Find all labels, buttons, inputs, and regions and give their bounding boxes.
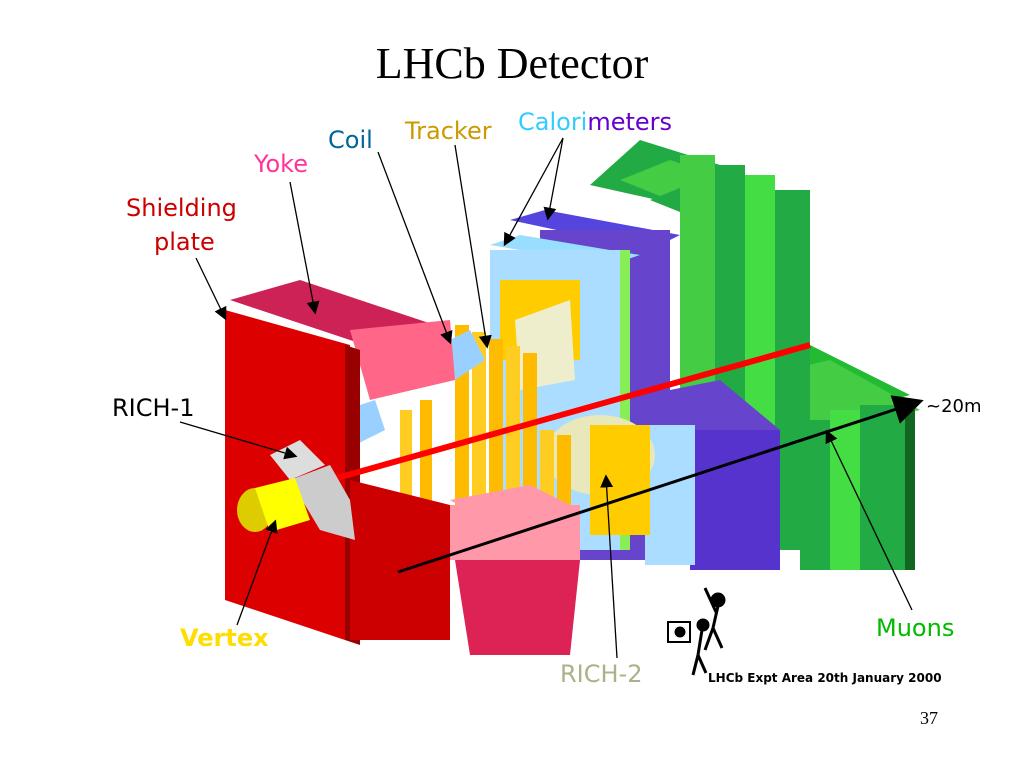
meters-part: meters xyxy=(587,108,673,136)
shielding-plate-label-line1: Shielding xyxy=(126,194,237,222)
vertex-locator xyxy=(237,478,310,532)
magnet-yoke xyxy=(230,280,580,655)
slide-title: LHCb Detector xyxy=(375,39,649,88)
yoke-label: Yoke xyxy=(254,150,308,178)
page-number: 37 xyxy=(920,708,938,728)
muons-label: Muons xyxy=(876,614,955,642)
length-label: ~20m xyxy=(926,396,982,417)
shielding-plate-label-line2: plate xyxy=(154,228,215,256)
beam-pipe xyxy=(329,342,811,483)
rich-2-label: RICH-2 xyxy=(560,660,643,688)
label-pointers xyxy=(179,137,913,659)
coil-label: Coil xyxy=(328,126,373,154)
vertex-label: Vertex xyxy=(180,624,269,652)
rich-1-label: RICH-1 xyxy=(112,394,195,422)
logo-caption: LHCb Expt Area 20th January 2000 xyxy=(708,671,942,685)
calorimeters-label: Calorimeters xyxy=(518,108,672,136)
tracker-label: Tracker xyxy=(405,117,492,145)
logo-figure xyxy=(667,587,726,676)
calori-part: Calori xyxy=(518,108,588,136)
